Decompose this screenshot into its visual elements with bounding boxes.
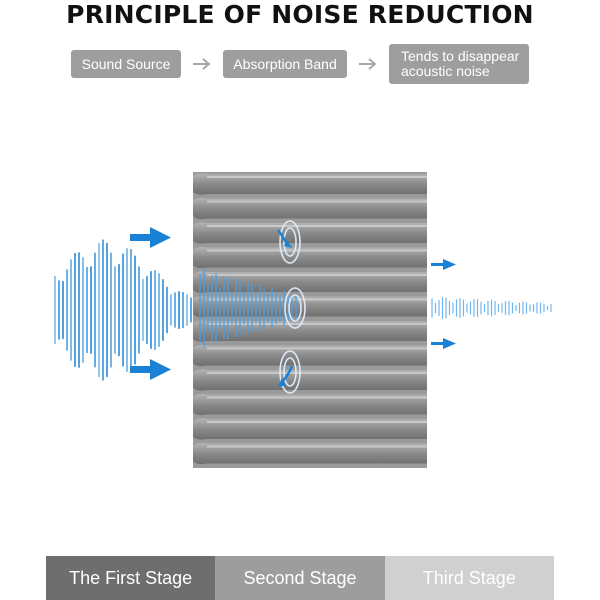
- absorption-band-pill: Absorption Band: [223, 50, 347, 78]
- sound-wave-icon: [199, 268, 297, 348]
- blue-arrow-icon: [130, 227, 171, 248]
- stage-third-label: Third Stage: [422, 567, 516, 588]
- right-arrow-icon: [359, 58, 377, 70]
- stage-second: Second Stage: [215, 556, 385, 600]
- absorption-band-label: Absorption Band: [233, 56, 337, 72]
- result-line-2: acoustic noise: [401, 63, 490, 79]
- swirl-icon: [284, 287, 306, 329]
- stage-first-label: The First Stage: [69, 567, 193, 588]
- noise-reduction-illustration: [54, 172, 552, 468]
- swirl-icon: [278, 350, 301, 394]
- blue-arrow-icon: [431, 338, 456, 349]
- sound-source-pill: Sound Source: [71, 50, 181, 78]
- stage-bar: The First Stage Second Stage Third Stage: [46, 556, 554, 600]
- sound-wave-icon: [54, 239, 200, 381]
- page-title: PRINCIPLE OF NOISE REDUCTION: [66, 0, 534, 29]
- sound-wave-icon: [431, 297, 552, 319]
- swirl-icon: [277, 220, 301, 264]
- stage-second-label: Second Stage: [243, 567, 357, 588]
- blue-arrow-icon: [130, 359, 171, 380]
- stage-third: Third Stage: [384, 556, 554, 600]
- result-line-1: Tends to disappear: [401, 48, 520, 64]
- right-arrow-icon: [193, 58, 211, 70]
- stage-first: The First Stage: [46, 556, 216, 600]
- blue-arrow-icon: [431, 259, 456, 270]
- result-pill: Tends to disappear acoustic noise: [389, 44, 529, 84]
- sound-source-label: Sound Source: [81, 56, 171, 72]
